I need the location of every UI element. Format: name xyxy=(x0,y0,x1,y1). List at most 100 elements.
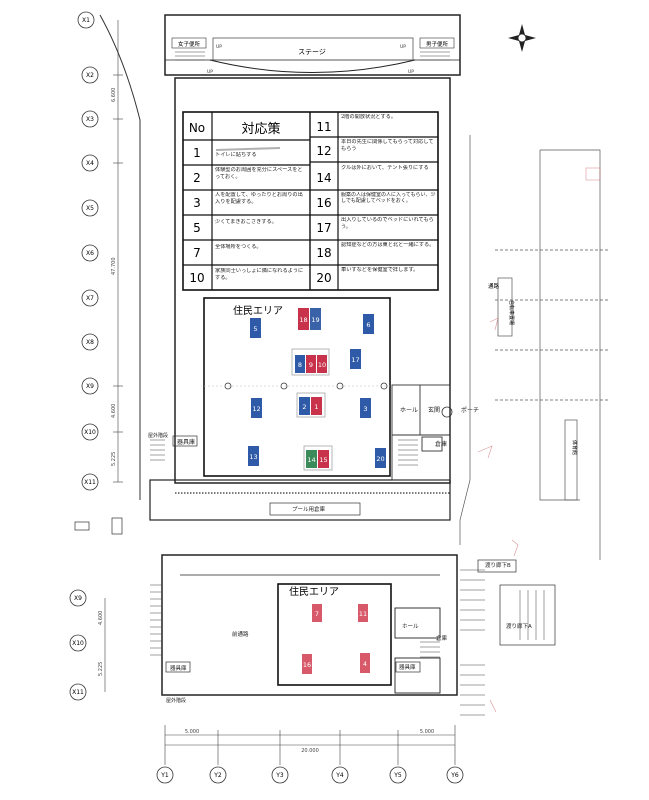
pool-storage-label: プール用倉庫 xyxy=(292,505,326,513)
compass-icon xyxy=(508,24,536,52)
grid-bubble-y3: Y3 xyxy=(271,766,289,784)
lower-markers: 7 11 16 4 xyxy=(302,604,370,674)
dim-5000: 5.000 xyxy=(185,729,199,735)
svg-text:X2: X2 xyxy=(86,72,94,79)
grid-bubble-x7: X7 xyxy=(81,289,99,307)
outer-stair-label-lower: 屋外階段 xyxy=(166,697,186,704)
table-measure: 全体場所をつくる。 xyxy=(215,244,262,250)
svg-text:Y5: Y5 xyxy=(393,772,402,779)
svg-text:X3: X3 xyxy=(86,116,94,123)
resident-marker-18: 18 xyxy=(298,308,309,330)
grid-bubble-x9: X9 xyxy=(81,377,99,395)
table-measure: 人を配置して、ゆったりとお周りの出入りを配慮する。 xyxy=(215,192,303,205)
upper-markers: 5 18 19 6 8 9 10 17 12 2 1 3 13 14 15 20 xyxy=(248,308,386,471)
corridor-label-2: 渡り廊下A xyxy=(506,622,532,630)
svg-text:11: 11 xyxy=(359,610,367,618)
svg-text:8: 8 xyxy=(298,361,302,369)
svg-text:19: 19 xyxy=(311,316,319,324)
dim-4600-lower: 4.600 xyxy=(98,611,104,625)
pen-annotations xyxy=(477,167,601,713)
table-no: 5 xyxy=(193,221,201,235)
table-measure: 2階の開放状況とする。 xyxy=(341,114,397,120)
table-measure: 体験型のお周囲を充分にスペースをとっておく。 xyxy=(215,167,303,180)
svg-text:14: 14 xyxy=(307,456,315,464)
dim-5225-lower: 5.225 xyxy=(98,662,104,676)
svg-text:X11: X11 xyxy=(72,689,84,696)
table-no: 17 xyxy=(316,221,331,235)
upper-resident-area: 住民エリア xyxy=(203,297,391,477)
dim-4600: 4.600 xyxy=(111,404,117,418)
resident-marker-11: 11 xyxy=(358,604,368,622)
table-no: 1 xyxy=(193,146,201,160)
table-measure: 本日の先生に関係してもらって対応してもらう xyxy=(341,139,434,152)
svg-text:X11: X11 xyxy=(84,479,96,486)
svg-text:X9: X9 xyxy=(86,383,94,390)
resident-marker-2: 2 xyxy=(299,397,310,415)
grid-bubble-y5: Y5 xyxy=(389,766,407,784)
equipment-room-lower-right xyxy=(395,661,421,673)
grid-bubble-x1: X1 xyxy=(77,11,95,29)
svg-text:20: 20 xyxy=(376,455,384,463)
table-no: 7 xyxy=(193,246,201,260)
svg-text:17: 17 xyxy=(351,356,359,364)
walkway-label: 通路 xyxy=(488,282,500,290)
svg-text:Y3: Y3 xyxy=(275,772,284,779)
grid-bubble-y6: Y6 xyxy=(446,766,464,784)
dim-6600: 6.600 xyxy=(111,88,117,102)
svg-text:2: 2 xyxy=(302,403,306,411)
table-measure: クルは外において、テント張りにする xyxy=(341,165,429,171)
equipment-label-lower: 器具庫 xyxy=(170,664,187,672)
table-no: 16 xyxy=(316,196,331,210)
table-header-measure: 対応策 xyxy=(241,121,280,137)
table-measure: 家族同士いっしょに隣になれるようにする。 xyxy=(215,268,304,281)
svg-text:5: 5 xyxy=(253,325,257,333)
svg-text:X10: X10 xyxy=(84,429,96,436)
grid-bubble-x6: X6 xyxy=(81,244,99,262)
right-site-features xyxy=(459,135,610,560)
svg-text:18: 18 xyxy=(299,316,307,324)
men-restroom xyxy=(419,37,455,49)
small-structure xyxy=(111,517,123,535)
outer-stair-label: 屋外階段 xyxy=(148,432,168,439)
up-mark: UP xyxy=(216,44,222,50)
svg-text:1: 1 xyxy=(314,403,318,411)
upper-right-rooms xyxy=(391,384,451,481)
resident-marker-1: 1 xyxy=(311,397,322,415)
svg-text:X8: X8 xyxy=(86,339,94,346)
grid-bubble-x10: X10 xyxy=(81,423,99,441)
svg-text:X9: X9 xyxy=(74,595,82,602)
table-measure: 車いすなどを保健室で拝します。 xyxy=(341,267,419,273)
resident-marker-20: 20 xyxy=(375,448,386,468)
crossing-label: 前通路 xyxy=(232,630,249,638)
men-restroom-label: 男子便所 xyxy=(426,40,449,48)
resident-marker-6: 6 xyxy=(363,314,374,334)
grid-bubble-x2: X2 xyxy=(81,66,99,84)
site-boundary xyxy=(99,14,141,500)
resident-marker-7: 7 xyxy=(312,604,322,622)
bike-parking-label: 自転車置場 xyxy=(508,300,515,325)
svg-text:X10: X10 xyxy=(72,640,84,647)
table-measure: 少くてまきおこさきする。 xyxy=(215,219,277,225)
bottom-dimension-lines xyxy=(164,725,456,765)
hall-label: ホール xyxy=(400,407,418,414)
svg-text:13: 13 xyxy=(249,453,257,461)
equipment-room-lower xyxy=(165,661,191,673)
grid-bubble-x11: X11 xyxy=(81,473,99,491)
resident-marker-9: 9 xyxy=(306,355,316,373)
resident-marker-16: 16 xyxy=(302,654,312,674)
door-swing-icon xyxy=(441,406,453,418)
table-no: 18 xyxy=(316,246,331,260)
resident-marker-15: 15 xyxy=(318,450,329,468)
up-mark: UP xyxy=(400,44,406,50)
dim-5225: 5.225 xyxy=(111,452,117,466)
svg-text:6: 6 xyxy=(366,321,370,329)
scribble-mark xyxy=(215,147,281,151)
left-dimension-line xyxy=(113,20,123,483)
upper-stairs xyxy=(150,439,418,466)
women-restroom-label: 女子便所 xyxy=(178,40,201,48)
equipment-label: 器具庫 xyxy=(177,438,195,446)
svg-text:15: 15 xyxy=(319,456,327,464)
equipment-label-lower-right: 器具庫 xyxy=(399,663,416,671)
corridor-a xyxy=(499,584,556,646)
resident-marker-19: 19 xyxy=(310,308,321,330)
